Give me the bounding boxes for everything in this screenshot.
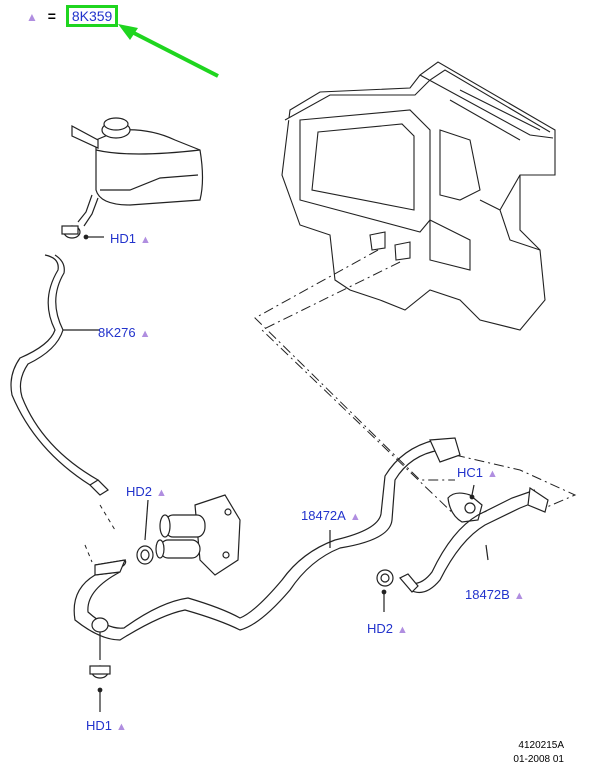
clip-lower-junction: [89, 617, 111, 712]
triangle-icon: ▲: [397, 624, 408, 636]
hose-8k276: [10, 254, 109, 496]
legend: ▲ = 8K359: [26, 5, 119, 27]
hose-18472b: [399, 486, 549, 593]
triangle-icon: ▲: [349, 511, 361, 523]
clip-hd2-left: [136, 499, 154, 565]
coolant-expansion-tank: [71, 117, 204, 227]
legend-equals: =: [47, 8, 56, 24]
highlight-arrow: [118, 24, 219, 78]
callout-hd1-top[interactable]: HD1▲: [110, 231, 151, 246]
triangle-icon: ▲: [513, 590, 525, 602]
clip-hd2-right: [376, 569, 394, 612]
triangle-icon: ▲: [487, 468, 498, 480]
date-code: 01-2008 01: [513, 754, 564, 765]
callout-18472a[interactable]: 18472A▲: [301, 508, 361, 523]
hose-break-lines: [84, 504, 116, 563]
callout-18472b[interactable]: 18472B▲: [465, 587, 525, 602]
triangle-icon: ▲: [116, 721, 127, 733]
clip-hc1: [447, 484, 483, 523]
hose-18472a: [73, 437, 461, 641]
triangle-icon: ▲: [26, 10, 38, 24]
callout-8k276[interactable]: 8K276▲: [98, 325, 151, 340]
triangle-icon: ▲: [156, 487, 167, 499]
callout-hd2-left[interactable]: HD2▲: [126, 484, 167, 499]
callout-hc1[interactable]: HC1▲: [457, 465, 498, 480]
highlighted-part-number[interactable]: 8K359: [65, 5, 119, 27]
triangle-icon: ▲: [139, 328, 151, 340]
clip-hd1-top: [61, 225, 104, 240]
heater-housing: [281, 61, 556, 331]
thermostat-housing: [155, 494, 241, 576]
callout-hd2-right[interactable]: HD2▲: [367, 621, 408, 636]
callout-hd1-bottom[interactable]: HD1▲: [86, 718, 127, 733]
drawing-number: 4120215A: [518, 740, 564, 751]
triangle-icon: ▲: [140, 234, 151, 246]
